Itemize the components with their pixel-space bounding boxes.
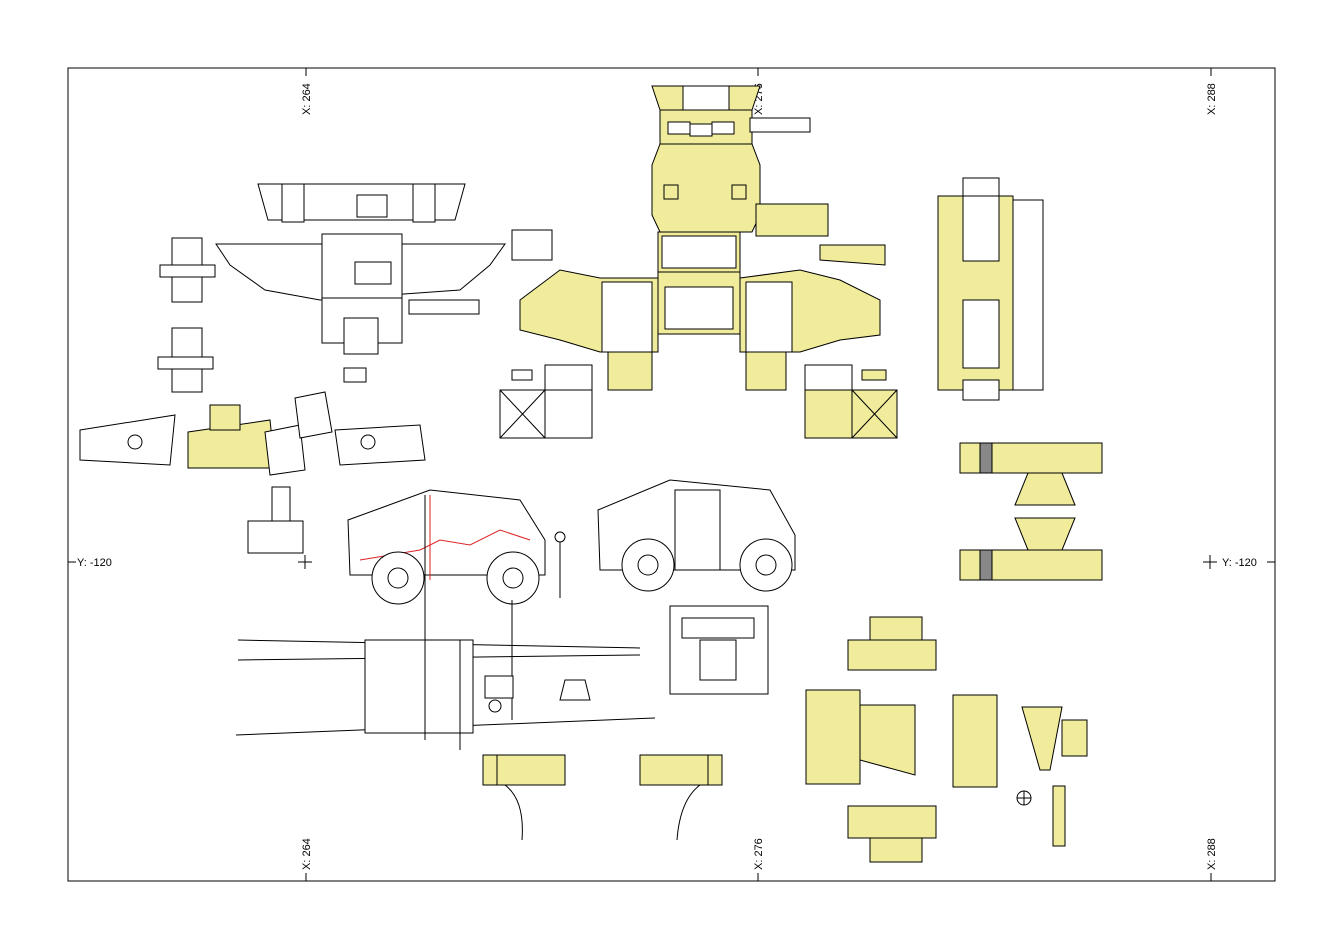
- side-panel-net: [937, 177, 1044, 401]
- chassis-net: [157, 183, 506, 393]
- page-frame: [67, 67, 1276, 882]
- vehicle-front-view: [669, 605, 769, 695]
- lower-yellow-parts: [482, 616, 1088, 863]
- x-mark-bottom-288: X: 288: [1206, 838, 1218, 870]
- vehicle-side-view-left: [347, 489, 566, 605]
- frame-rails: [235, 495, 656, 750]
- fender-nets: [79, 391, 426, 554]
- registration-marks: [68, 68, 1275, 881]
- crate-nets: [499, 364, 898, 439]
- y-mark-right: Y: -120: [1222, 557, 1257, 569]
- x-mark-bottom-276: X: 276: [753, 838, 765, 870]
- x-mark-top-288: X: 288: [1206, 83, 1218, 115]
- y-mark-left: Y: -120: [77, 557, 112, 569]
- bumper-nets: [959, 442, 1103, 581]
- human-figure: [554, 531, 566, 598]
- vehicle-side-view-right: [597, 479, 796, 592]
- x-mark-bottom-264: X: 264: [301, 838, 313, 870]
- x-mark-top-264: X: 264: [301, 83, 313, 115]
- body-net-yellow: [511, 85, 886, 391]
